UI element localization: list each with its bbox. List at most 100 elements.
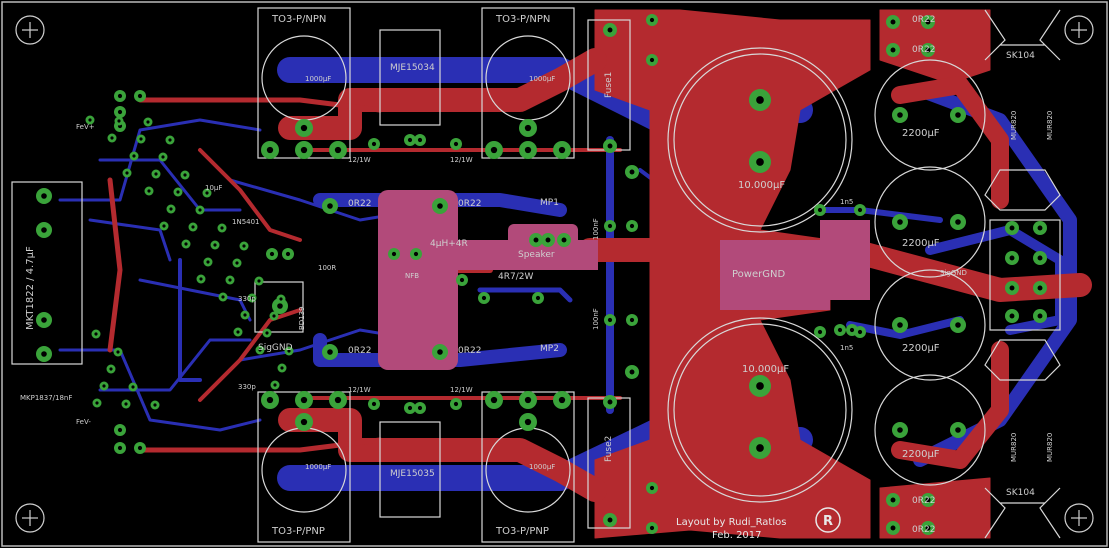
label-to3-npn-right: TO3-P/NPN	[495, 14, 550, 25]
pad-drill	[817, 329, 823, 335]
label-mje-bottom: MJE15035	[390, 469, 435, 479]
pad-drill	[837, 327, 843, 333]
pad-drill	[280, 366, 284, 370]
pad-drill	[649, 17, 655, 23]
pad-drill	[125, 171, 129, 175]
pad-drill	[221, 295, 225, 299]
label-sk104-bottom: SK104	[1006, 488, 1035, 498]
main-capacitors	[667, 47, 986, 503]
pad-drill	[102, 384, 106, 388]
pad-drill	[198, 208, 202, 212]
pad-drill	[300, 146, 308, 154]
credit-line-1: Layout by Rudi_Ratlos	[676, 517, 786, 528]
pad-drill	[391, 251, 397, 257]
pad-drill	[131, 385, 135, 389]
pad-drill	[41, 317, 47, 323]
pad-drill	[925, 497, 931, 503]
pad-drill	[287, 349, 291, 353]
pad-drill	[199, 277, 203, 281]
pad-drill	[756, 382, 764, 390]
pad-drill	[184, 242, 188, 246]
pad-drill	[153, 403, 157, 407]
pad-drill	[236, 330, 240, 334]
label-1n5-top: 1n5	[840, 198, 853, 206]
pad-drill	[205, 191, 209, 195]
label-1n5401: 1N5401	[232, 218, 260, 226]
pad-drill	[629, 369, 635, 375]
label-mje-top: MJE15034	[390, 63, 435, 73]
label-mur820-1: MUR820	[1010, 111, 1018, 140]
pad-drill	[1009, 285, 1015, 291]
pad-drill	[629, 169, 635, 175]
pad-drill	[607, 399, 613, 405]
to3-outlines	[11, 7, 631, 543]
pad-drill	[273, 383, 277, 387]
pad-drill	[459, 277, 465, 283]
pad-drill	[890, 47, 896, 53]
pad-drill	[413, 251, 419, 257]
component-pads	[36, 14, 1047, 535]
label-mur820-4: MUR820	[1046, 433, 1054, 462]
pad-drill	[327, 203, 333, 209]
label-power-gnd: PowerGND	[732, 269, 785, 280]
pad-drill	[533, 237, 539, 243]
pad-drill	[535, 295, 541, 301]
label-0r22-7: 0R22	[348, 346, 371, 356]
pad-drill	[524, 124, 532, 132]
pad-drill	[137, 93, 143, 99]
pad-drill	[1009, 255, 1015, 261]
pad-drill	[607, 517, 613, 523]
pad-drill	[897, 427, 903, 433]
label-sig-gnd-left: SigGND	[258, 343, 293, 353]
label-1n5-bottom: 1n5	[840, 344, 853, 352]
label-mp2: MP2	[540, 344, 559, 354]
pad-drill	[41, 193, 47, 199]
pad-drill	[371, 401, 377, 407]
pad-drill	[266, 396, 274, 404]
pad-drill	[925, 47, 931, 53]
pad-drill	[371, 141, 377, 147]
pad-drill	[897, 219, 903, 225]
pad-drill	[334, 146, 342, 154]
pad-drill	[137, 445, 143, 451]
pad-drill	[649, 57, 655, 63]
pad-drill	[925, 19, 931, 25]
pad-drill	[266, 146, 274, 154]
label-12-1w-1: 12/1W	[348, 156, 371, 164]
pad-drill	[300, 418, 308, 426]
pad-drill	[146, 120, 150, 124]
pad-drill	[756, 96, 764, 104]
label-fuse2: Fuse2	[604, 436, 614, 462]
label-mkt1822: MKT1822 / 4.7µF	[25, 246, 36, 330]
pad-drill	[955, 322, 961, 328]
pad-drill	[857, 207, 863, 213]
pad-drill	[756, 444, 764, 452]
pad-drill	[124, 402, 128, 406]
mounting-holes	[15, 15, 1094, 533]
pad-drill	[213, 243, 217, 247]
pad-drill	[154, 172, 158, 176]
pad-drill	[649, 525, 655, 531]
label-10uf: 10µF	[205, 184, 222, 192]
pad-drill	[168, 138, 172, 142]
pad-drill	[285, 251, 291, 257]
label-sig-gnd-right: SigGND	[940, 269, 967, 277]
label-nfb: NFB	[405, 272, 419, 280]
pad-drill	[88, 118, 92, 122]
pad-drill	[1037, 313, 1043, 319]
pad-drill	[147, 189, 151, 193]
pad-drill	[453, 401, 459, 407]
pad-drill	[327, 349, 333, 355]
pad-drill	[183, 173, 187, 177]
pad-drill	[269, 251, 275, 257]
pad-drill	[242, 244, 246, 248]
credit-line-2: Feb. 2017	[712, 530, 762, 541]
label-inductor: 4µH+4R	[430, 239, 468, 249]
pad-drill	[407, 137, 413, 143]
pad-drill	[558, 396, 566, 404]
label-0r22-1: 0R22	[912, 15, 935, 25]
pad-drill	[558, 146, 566, 154]
label-mp1: MP1	[540, 198, 559, 208]
label-sk104-top: SK104	[1006, 51, 1035, 61]
label-to3-pnp-left: TO3-P/PNP	[271, 526, 325, 537]
